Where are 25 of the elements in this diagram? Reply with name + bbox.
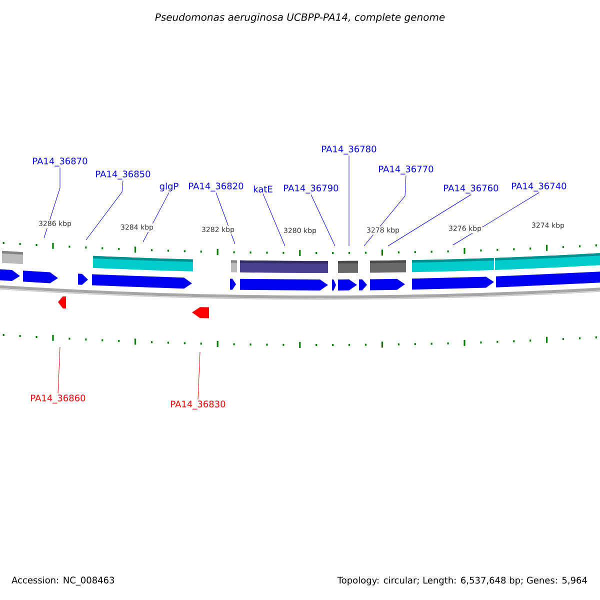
gene-label: PA14_36830 [171, 400, 226, 410]
leader-line [388, 194, 472, 246]
gene-label: PA14_36870 [33, 158, 88, 166]
leader-line [44, 167, 60, 238]
leader-line [86, 180, 124, 240]
gene-label: PA14_36820 [189, 182, 244, 192]
leader-line [364, 175, 406, 246]
gene-label: PA14_36850 [96, 170, 150, 180]
gene-label: PA14_36760 [444, 184, 498, 194]
gene-label: glgP [160, 182, 178, 192]
leader-line [262, 193, 286, 246]
gene-label: PA14_36740 [512, 182, 566, 192]
leader-line [310, 194, 336, 246]
leader-line [348, 155, 350, 246]
accession-text: Accession: NC_008463 [12, 576, 114, 586]
gene-label: PA14_36770 [379, 166, 434, 174]
gene-label: PA14_36780 [322, 146, 376, 154]
gene-label: PA14_36790 [284, 184, 338, 194]
title: Pseudomonas aeruginosa UCBPP-PA14, complete genome [155, 13, 445, 23]
leader-line [452, 192, 540, 246]
gene-label: PA14_36860 [31, 394, 86, 404]
leader-line [198, 352, 200, 400]
genome-info-text: Topology: circular; Length: 6,537,648 bp; Genes: 5,964 [337, 576, 587, 586]
leader-line [58, 346, 60, 394]
gene-label: katE [254, 186, 272, 192]
